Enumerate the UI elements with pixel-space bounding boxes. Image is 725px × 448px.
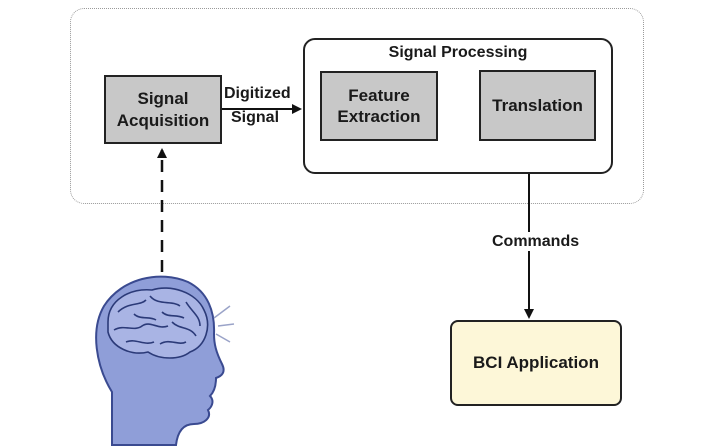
feature-extraction-box: Feature Extraction xyxy=(320,71,438,141)
signal-processing-title: Signal Processing xyxy=(388,44,528,61)
feature-extraction-label-line2: Extraction xyxy=(337,107,421,126)
signal-acquisition-label-line1: Signal xyxy=(137,89,189,109)
bci-application-label: BCI Application xyxy=(473,353,599,373)
signal-emission-icon xyxy=(213,305,235,343)
digitized-signal-label-line1: Digitized xyxy=(224,85,291,102)
brain-icon xyxy=(107,287,209,359)
signal-acquisition-label-line2: Acquisition xyxy=(116,110,210,130)
translation-box: Translation xyxy=(479,70,596,141)
commands-label: Commands xyxy=(490,232,582,252)
digitized-signal-label-line2: Signal xyxy=(231,109,280,126)
bci-application-box: BCI Application xyxy=(450,320,622,406)
signal-acquisition-box: Signal Acquisition xyxy=(104,75,222,144)
system-boundary-frame xyxy=(70,8,644,204)
feature-extraction-label-line1: Feature xyxy=(348,85,410,105)
translation-label: Translation xyxy=(492,95,583,115)
